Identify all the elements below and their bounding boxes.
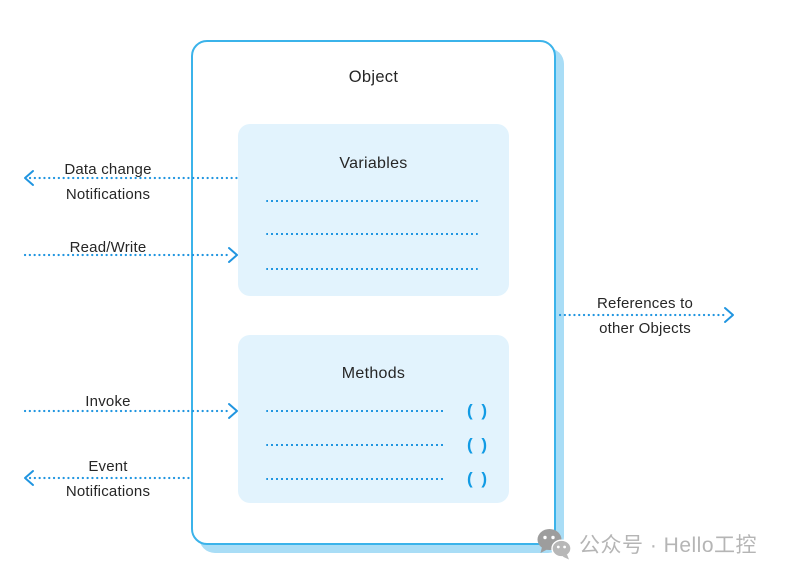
method-paren: ( )	[466, 469, 489, 488]
event-label-line1: Event	[88, 458, 128, 475]
variable-slot-line	[266, 268, 478, 270]
variables-title: Variables	[339, 155, 408, 172]
method-paren: ( )	[466, 435, 489, 454]
read-write-label: Read/Write	[69, 239, 147, 256]
references-arrow-right-icon	[558, 307, 734, 323]
event-label-line2: Notifications	[65, 483, 151, 500]
invoke-arrow-right-icon	[23, 403, 238, 419]
method-slot-line	[266, 478, 446, 480]
references-label-line1: References to	[597, 295, 693, 312]
object-title: Object	[348, 68, 399, 86]
data-change-label-line1: Data change	[64, 161, 152, 178]
watermark: 公众号 · Hello工控	[536, 527, 757, 561]
methods-box: Methods ( ) ( ) ( )	[238, 335, 509, 503]
method-slot-line	[266, 410, 446, 412]
method-slot-row: ( )	[266, 401, 489, 421]
invoke-label: Invoke	[85, 393, 131, 410]
method-slot-row: ( )	[266, 469, 489, 489]
variable-slot-line	[266, 200, 478, 202]
data-change-label-line2: Notifications	[65, 186, 151, 203]
event-arrow-left-icon	[24, 470, 194, 486]
watermark-text: 公众号 · Hello工控	[579, 534, 758, 557]
method-slot-row: ( )	[266, 435, 489, 455]
method-slot-line	[266, 444, 446, 446]
methods-title: Methods	[341, 365, 406, 382]
variables-box: Variables	[238, 124, 509, 296]
data-change-arrow-left-icon	[24, 170, 239, 186]
read-write-arrow-right-icon	[23, 247, 238, 263]
references-label-line2: other Objects	[599, 320, 691, 337]
method-paren: ( )	[466, 401, 489, 420]
wechat-icon	[537, 529, 572, 560]
variable-slot-line	[266, 233, 478, 235]
